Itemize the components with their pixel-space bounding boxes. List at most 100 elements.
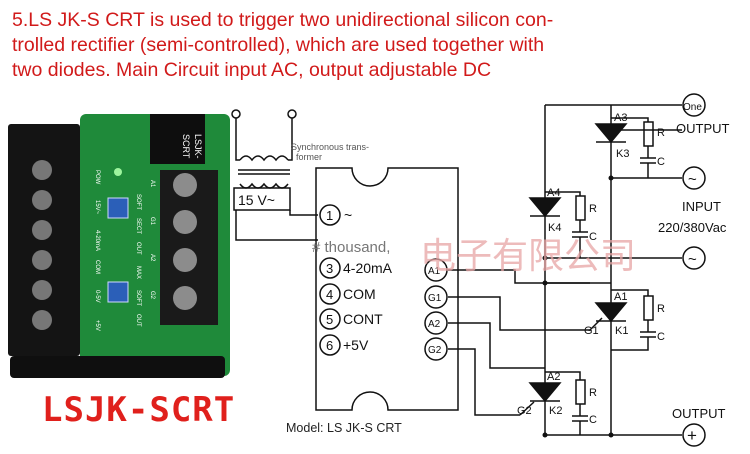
board-silkscreen-mid-2: OUT <box>135 242 141 255</box>
pin-circle-g1 <box>424 285 448 309</box>
board-silkscreen-left-4: 0-5V <box>94 290 100 303</box>
terminal-ac-1 <box>682 166 706 190</box>
snubber-diode <box>545 191 588 258</box>
pin-5-label: CONT <box>343 311 383 327</box>
power-led <box>114 168 122 176</box>
capacitor-label-4: C <box>589 414 597 426</box>
model-label: Model: LS JK-S CRT <box>286 421 402 435</box>
transformer-terminal-left <box>231 109 241 119</box>
label-k1: K1 <box>615 325 628 337</box>
board-silkscreen-left-0: POW <box>94 170 100 185</box>
board-silkscreen-mid-3: MAX <box>135 266 141 279</box>
scr2-gate-lead <box>519 401 535 416</box>
heading-line-2: trolled rectifier (semi-controlled), whi… <box>12 34 545 56</box>
board-silkscreen-left-5: +5V <box>94 320 100 331</box>
board-silkscreen-mid-1: SECT <box>135 218 141 234</box>
label-k3: K3 <box>616 148 629 160</box>
terminal-one-circle <box>682 93 706 117</box>
board-silkscreen-left-2: 4-20mA <box>94 230 100 251</box>
transformer-voltage-box <box>233 187 291 211</box>
wire-a2 <box>448 322 545 369</box>
transformer-terminal-right <box>287 109 297 119</box>
thyristor-a3-k3 <box>594 123 628 144</box>
label-a3: A3 <box>614 112 627 124</box>
input-label: INPUT <box>682 199 721 214</box>
junction-3 <box>542 280 548 286</box>
pin-3-number: 3 <box>326 261 333 276</box>
junction-5 <box>542 432 548 438</box>
description-heading: 5.LS JK-S CRT is used to trigger two uni… <box>12 8 738 83</box>
wire-g1 <box>448 296 590 331</box>
board-tab <box>150 114 205 164</box>
junction-1 <box>608 175 614 181</box>
pin-6-label: +5V <box>343 337 369 353</box>
transformer-label-line2: former <box>296 152 322 162</box>
snubber-top <box>611 117 656 178</box>
ac-symbol-1: ~ <box>688 171 697 188</box>
board-label-scrt: SCRT <box>181 134 191 159</box>
pin-circle-g2 <box>424 337 448 361</box>
pin-a2-label: A2 <box>428 319 441 330</box>
resistor-label-2: R <box>589 203 597 215</box>
pin-circle-5 <box>319 308 341 330</box>
resistor-label-4: R <box>589 387 597 399</box>
terminal-ac-2 <box>682 246 706 270</box>
resistor-label-3: R <box>657 303 665 315</box>
board-silkscreen-right-1: G1 <box>149 217 155 226</box>
board-silkscreen-left-3: COM <box>94 260 100 274</box>
label-k4: K4 <box>548 222 561 234</box>
transformer-voltage: 15 V~ <box>238 192 275 208</box>
junction-4 <box>608 432 614 438</box>
trimpot-soft <box>107 197 129 219</box>
watermark-cjk: 电子有限公司 <box>420 235 636 276</box>
wire-g2 <box>448 348 520 416</box>
label-g2: G2 <box>517 405 532 417</box>
transformer-secondary-wires <box>235 210 318 241</box>
pin-4-number: 4 <box>326 287 333 302</box>
label-g1: G1 <box>584 325 599 337</box>
trimpot-max <box>107 281 129 303</box>
input-spec-label: 220/380Vac <box>658 220 727 235</box>
pin-5-number: 5 <box>326 312 333 327</box>
heading-line-1: 5.LS JK-S CRT is used to trigger two uni… <box>12 9 554 31</box>
pin-circle-a2 <box>424 311 448 335</box>
ac-symbol-2: ~ <box>688 251 697 268</box>
scr-a2-k2 <box>528 382 562 403</box>
pin-circle-4 <box>319 283 341 305</box>
pin-4-label: COM <box>343 286 376 302</box>
board-silkscreen-mid-5: OUT <box>135 314 141 327</box>
module-outline <box>315 167 459 411</box>
scr1-gate-lead <box>589 317 603 331</box>
transformer-label-line1: Synchronous trans- <box>291 142 369 152</box>
output-bottom-label: OUTPUT <box>672 406 726 421</box>
board-silkscreen-left-1: 15V~ <box>94 200 100 215</box>
transformer-primary-leads <box>235 118 293 161</box>
board-silkscreen-mid-0: SOFT <box>135 194 141 210</box>
left-screws <box>32 160 52 330</box>
snubber-scr2 <box>545 371 588 435</box>
pin-circle-a1 <box>424 258 448 282</box>
product-caption: LSJK-SCRT <box>42 390 236 430</box>
positive-symbol: + <box>687 426 697 445</box>
left-terminal-block <box>8 124 80 356</box>
watermark-text: # thousand, <box>312 239 390 256</box>
scr-a1-k1 <box>594 302 628 323</box>
label-a4: A4 <box>547 187 560 199</box>
product-photo: LSJK- SCRT POW 15V~ 4-20mA COM 0-5V +5V SOFT SE… <box>8 114 230 378</box>
pin-a1-label: A1 <box>428 266 441 277</box>
board-silkscreen-right-3: G2 <box>149 291 155 300</box>
board-silkscreen-mid-4: SOFT <box>135 290 141 306</box>
pin-1-label: ~ <box>344 207 352 223</box>
board-silkscreen-right-2: A2 <box>149 254 155 262</box>
pin-g1-label: G1 <box>428 293 442 304</box>
pin-g2-label: G2 <box>428 345 442 356</box>
board-silkscreen-right-0: A1 <box>149 180 155 188</box>
capacitor-label-2: C <box>589 231 597 243</box>
transformer-primary-coil <box>239 155 289 162</box>
label-k2: K2 <box>549 405 562 417</box>
pin-circle-6 <box>319 334 341 356</box>
board-label-lsjk: LSJK- <box>193 134 203 159</box>
pin-circle-1 <box>319 204 341 226</box>
